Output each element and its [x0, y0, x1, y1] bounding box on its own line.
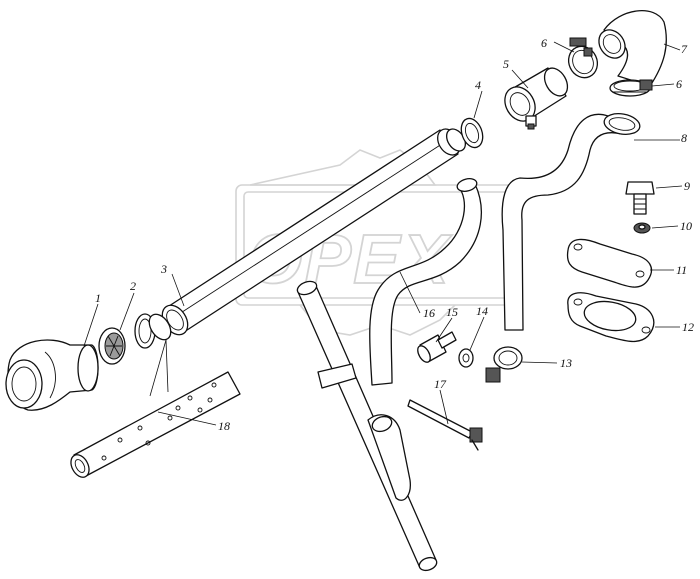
callout-6-top: 6: [541, 36, 547, 50]
long-pipe-with-bracket: [296, 280, 438, 572]
part-17-cable-tie: [407, 399, 483, 451]
callout-11: 11: [676, 263, 687, 277]
part-6-hose-clamp-lower: [609, 79, 653, 97]
callout-12: 12: [682, 320, 694, 334]
callout-2: 2: [130, 279, 136, 293]
part-9-bolt: [625, 181, 655, 215]
part-10-lock-washer: [633, 222, 651, 234]
callout-15: 15: [446, 305, 458, 319]
part-12-flange-gasket: [567, 292, 655, 343]
callout-8: 8: [681, 131, 687, 145]
callout-3: 3: [160, 262, 167, 276]
callout-labels: 1 2 3 4 5 6 6 7 8 9 10 11 12 13 14 15 16…: [95, 36, 694, 433]
part-1-elbow-connector: [5, 339, 99, 411]
callout-14: 14: [476, 304, 488, 318]
callout-9: 9: [684, 179, 690, 193]
callout-6-lower: 6: [676, 77, 682, 91]
part-11-gasket-plate: [566, 238, 653, 288]
callout-7: 7: [681, 42, 688, 56]
part-4-o-ring: [460, 117, 484, 149]
leader-lines: [83, 41, 683, 426]
part-2-filter-insert: [98, 327, 126, 365]
part-13-clamp: [485, 346, 523, 383]
part-18-perforated-tube: [70, 371, 241, 478]
part-15-fitting: [417, 331, 457, 363]
part-16-hose: [369, 178, 482, 386]
part-5-tube-adapter: [504, 67, 569, 130]
callout-16: 16: [423, 306, 435, 320]
callout-13: 13: [560, 356, 572, 370]
part-8-curved-hose: [501, 113, 641, 331]
callout-1: 1: [95, 291, 101, 305]
callout-17: 17: [434, 377, 447, 391]
callout-5: 5: [503, 57, 509, 71]
part-14-washer: [458, 348, 474, 368]
part-7-elbow-hose: [598, 10, 667, 87]
part-6-hose-clamp-top: [567, 37, 599, 79]
callout-4: 4: [475, 78, 481, 92]
callout-18: 18: [218, 419, 230, 433]
callout-10: 10: [680, 219, 692, 233]
